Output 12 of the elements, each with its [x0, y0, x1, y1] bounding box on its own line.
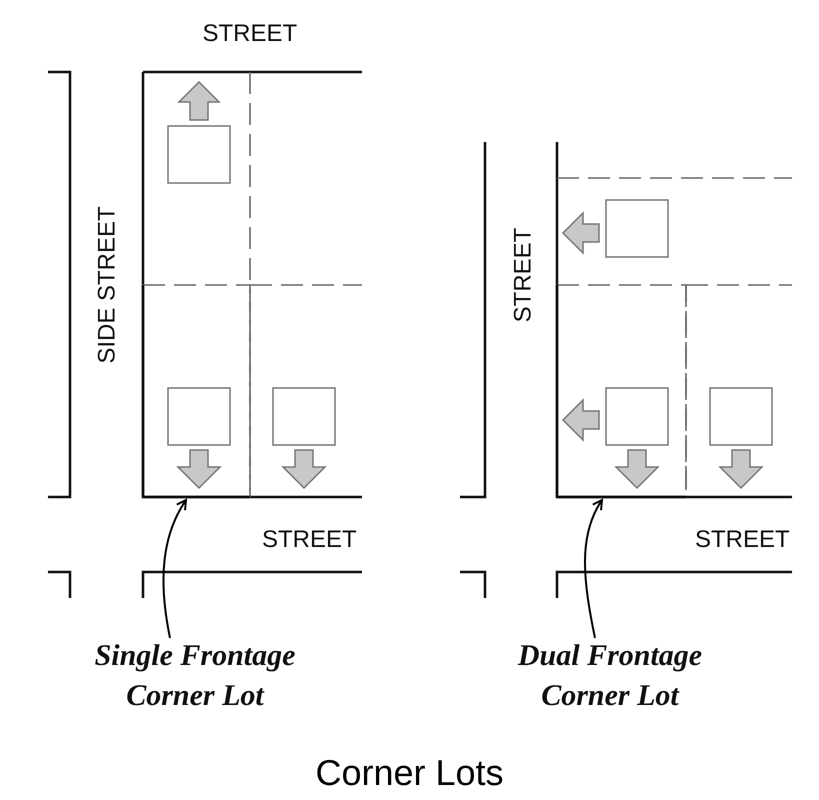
leader-arrow: [584, 499, 603, 638]
street-name: STREET: [262, 528, 357, 552]
lot-type-label: Single Frontage Corner Lot: [94, 638, 296, 714]
corner-lot: [142, 284, 251, 498]
street-name: SIDE STREET: [95, 206, 120, 364]
street-name: STREET: [695, 528, 790, 552]
street-name: STREET: [202, 22, 298, 46]
leader-arrow: [162, 499, 187, 638]
corner-lot: [556, 211, 687, 498]
street-name: STREET: [510, 228, 535, 322]
lot-type-label: Dual Frontage Corner Lot: [516, 638, 704, 714]
caption: Corner Lots: [314, 752, 505, 794]
